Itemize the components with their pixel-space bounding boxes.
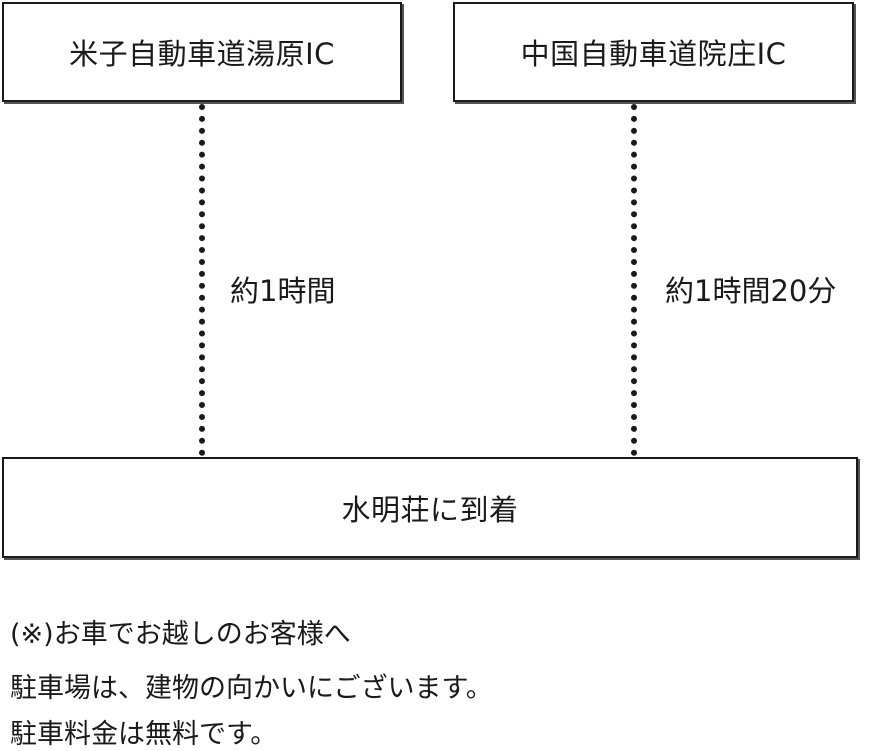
duration-label-left: 約1時間	[230, 274, 336, 308]
origin-box-yubara-ic: 米子自動車道湯原IC	[2, 2, 402, 102]
route-line-left	[199, 104, 205, 456]
origin-label-yubara-ic: 米子自動車道湯原IC	[69, 37, 335, 71]
note-line: 駐車料金は無料です。	[10, 719, 278, 750]
note-line: (※)お車でお越しのお客様へ	[10, 619, 351, 650]
note-line: 駐車場は、建物の向かいにございます。	[10, 673, 493, 704]
origin-label-innosho-ic: 中国自動車道院庄IC	[520, 37, 787, 71]
route-line-right	[631, 104, 637, 456]
destination-box: 水明荘に到着	[2, 457, 858, 558]
destination-label: 水明荘に到着	[341, 492, 519, 527]
origin-box-innosho-ic: 中国自動車道院庄IC	[453, 2, 854, 102]
duration-label-right: 約1時間20分	[665, 274, 837, 308]
